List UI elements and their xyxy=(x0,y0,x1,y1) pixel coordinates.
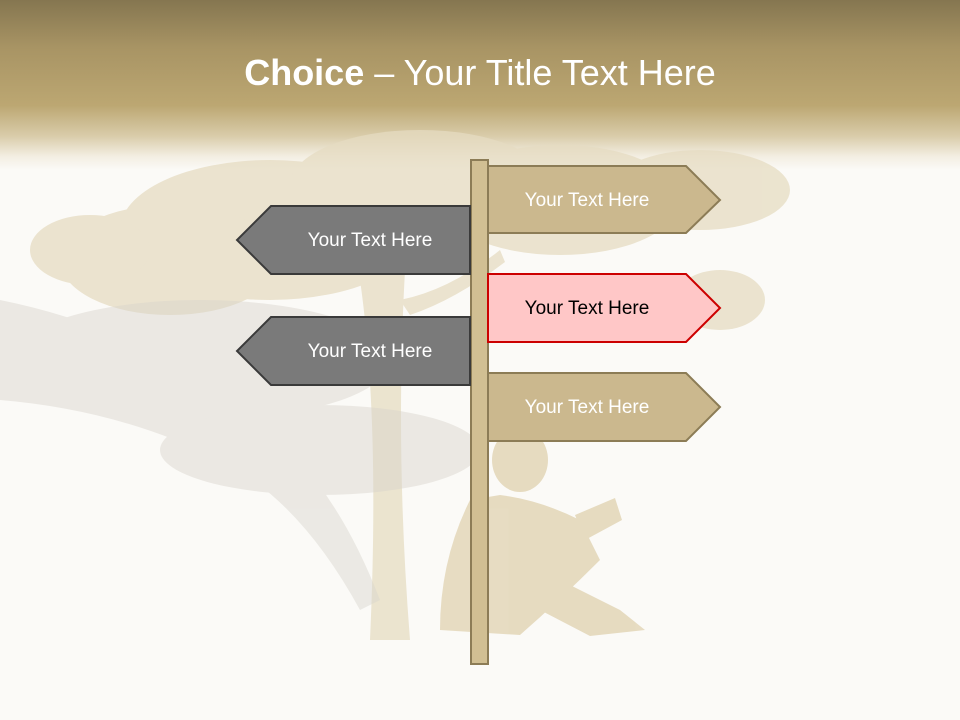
slide-title-rest: – Your Title Text Here xyxy=(364,52,716,93)
slide-title[interactable]: Choice – Your Title Text Here xyxy=(0,52,960,94)
right-sign-2-label: Your Text Here xyxy=(525,298,650,319)
left-sign-2[interactable]: Your Text Here xyxy=(235,316,471,386)
right-sign-3-label: Your Text Here xyxy=(525,397,650,418)
right-sign-3[interactable]: Your Text Here xyxy=(487,372,722,442)
slide-title-bold: Choice xyxy=(244,52,365,93)
left-sign-1-label: Your Text Here xyxy=(308,230,433,251)
right-sign-1[interactable]: Your Text Here xyxy=(487,165,722,234)
right-sign-1-label: Your Text Here xyxy=(525,190,650,211)
right-sign-2-highlighted[interactable]: Your Text Here xyxy=(487,273,722,343)
left-sign-1[interactable]: Your Text Here xyxy=(235,205,471,275)
signpost-pole xyxy=(470,159,489,665)
left-sign-2-label: Your Text Here xyxy=(308,341,433,362)
